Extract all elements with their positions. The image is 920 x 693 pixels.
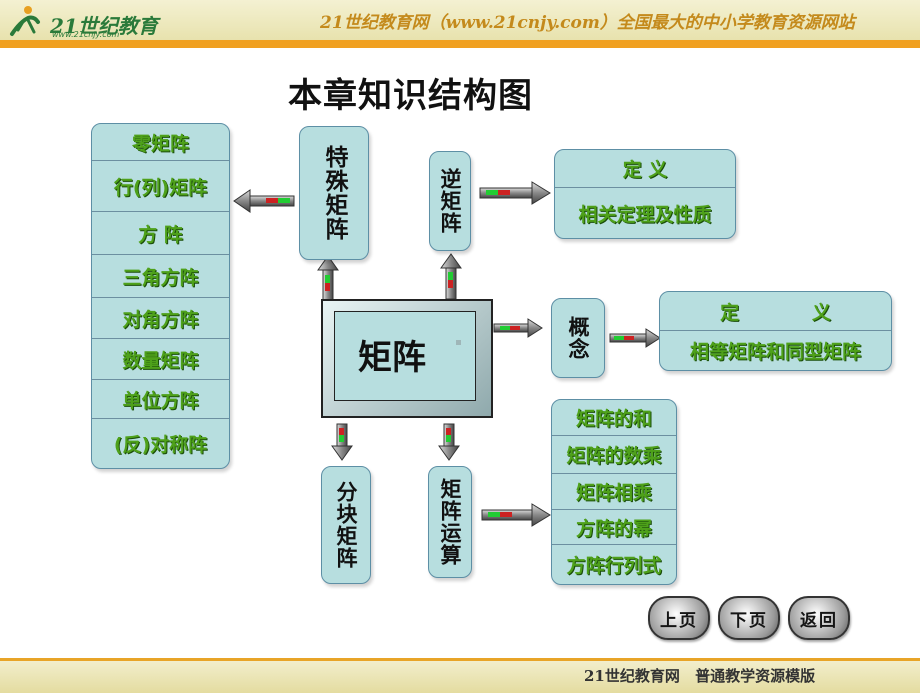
header-bar [0, 40, 920, 48]
inverse-matrix-list: 定 义 相关定理及性质 [554, 149, 736, 239]
next-page-button[interactable]: 下页 [718, 596, 780, 640]
concept-list: 定 义 相等矩阵和同型矩阵 [659, 291, 892, 371]
list-item: 方阵行列式 [566, 555, 662, 577]
back-button[interactable]: 返回 [788, 596, 850, 640]
arrow-to-operations [438, 423, 460, 461]
list-item: (反)对称阵 [113, 434, 208, 456]
list-item: 矩阵的和 [552, 400, 676, 436]
list-item: 相关定理及性质 [578, 203, 712, 226]
operations-node: 矩阵运算 [428, 466, 472, 578]
logo-url: www.21cnjy.com [52, 30, 120, 39]
special-matrices-node: 特殊矩阵 [299, 126, 369, 260]
logo-text: 21世纪教育 [50, 14, 158, 38]
page-title: 本章知识结构图 [288, 76, 533, 116]
list-item: 三角方阵 [92, 255, 229, 298]
footer-banner [0, 658, 920, 693]
matrix-dot [456, 340, 461, 345]
footer-text: 21世纪教育网 普通教学资源模版 [584, 667, 816, 685]
list-item: 方 阵 [92, 212, 229, 255]
arrow-to-inverse [440, 253, 462, 300]
list-item: 单位方阵 [92, 380, 229, 419]
arrow-operations-to-items [481, 503, 551, 527]
prev-page-button[interactable]: 上页 [648, 596, 710, 640]
list-item: 方阵的幂 [552, 510, 676, 545]
list-item: 零矩阵 [92, 124, 229, 161]
header-tagline: 21世纪教育网（www.21cnjy.com）全国最大的中小学教育资源网站 [320, 13, 855, 33]
list-item: 相等矩阵和同型矩阵 [689, 341, 861, 363]
list-item: 定 义 [660, 292, 891, 331]
inverse-matrix-node: 逆矩阵 [429, 151, 471, 251]
arrow-inverse-to-items [479, 181, 551, 205]
operations-list: 矩阵的和 矩阵的数乘 矩阵相乘 方阵的幂 方阵行列式 [551, 399, 677, 585]
list-item: 对角方阵 [92, 298, 229, 339]
list-item: 数量矩阵 [92, 339, 229, 380]
header-banner [0, 0, 920, 46]
arrow-concept-to-items [609, 328, 661, 348]
matrix-node [334, 311, 476, 401]
list-item: 矩阵相乘 [552, 474, 676, 510]
arrow-to-concept [493, 318, 543, 338]
matrix-node-label: 矩阵 [358, 338, 426, 378]
list-item: 行(列)矩阵 [92, 161, 229, 212]
list-item: 定 义 [555, 150, 735, 188]
block-matrix-node: 分块矩阵 [321, 466, 371, 584]
arrow-to-special-list [233, 189, 295, 213]
concept-node: 概念 [551, 298, 605, 378]
special-matrices-list: 零矩阵 行(列)矩阵 方 阵 三角方阵 对角方阵 数量矩阵 单位方阵 (反)对称… [91, 123, 230, 469]
list-item: 矩阵的数乘 [552, 436, 676, 474]
logo-runner-icon [10, 6, 40, 36]
arrow-to-block [331, 423, 353, 461]
arrow-to-special [317, 255, 339, 301]
